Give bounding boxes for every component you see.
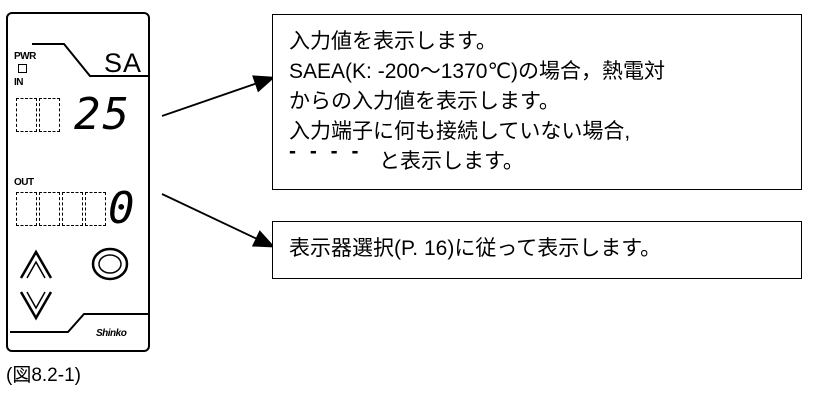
callout-output-text: 表示器選択(P. 16)に従って表示します。	[289, 237, 662, 260]
callout-output-display: 表示器選択(P. 16)に従って表示します。	[272, 221, 802, 279]
figure-caption: (図8.2-1)	[6, 365, 81, 386]
arrow-to-pv-display	[161, 75, 276, 117]
arrow-to-out-display	[161, 193, 276, 248]
in-label: IN	[14, 77, 24, 88]
callout-input-line-2: SAEA(K: -200～1370℃)の場合，熱電対	[289, 60, 666, 83]
out-digit-slot-1	[16, 192, 37, 226]
controller-front-panel: PWR IN SA 25 OUT 0 Shinko	[6, 12, 150, 352]
brand-logo: Shinko	[96, 328, 127, 339]
out-digit-slot-4	[85, 192, 106, 226]
pwr-indicator-led	[18, 64, 27, 73]
out-digit-slot-3	[62, 192, 83, 226]
chevron-down-icon[interactable]	[18, 288, 54, 324]
pv-digit-slot-2	[39, 98, 60, 132]
callout-input-line-5-text: と表示します。	[379, 150, 524, 173]
out-label: OUT	[14, 177, 34, 188]
model-label: SA	[104, 48, 143, 78]
pv-digit-slot-1	[16, 98, 37, 132]
panel-frame-lines	[10, 43, 150, 333]
callout-input-value: 入力値を表示します。 SAEA(K: -200～1370℃)の場合，熱電対 から…	[272, 14, 802, 190]
mode-ring-icon[interactable]	[90, 246, 130, 282]
out-display-value: 0	[108, 183, 137, 234]
callout-input-line-3: からの入力値を表示します。	[289, 90, 560, 113]
callout-input-line-4: 入力端子に何も接続していない場合,	[289, 120, 631, 143]
callout-input-line-5: - - - - と表示します。	[289, 140, 791, 177]
pv-display-value: 25	[74, 89, 131, 140]
out-digit-slot-2	[39, 192, 60, 226]
callout-input-line-1: 入力値を表示します。	[289, 30, 497, 53]
pwr-label: PWR	[14, 51, 36, 62]
chevron-up-icon[interactable]	[18, 246, 54, 282]
no-input-dashes: - - - -	[289, 140, 363, 163]
